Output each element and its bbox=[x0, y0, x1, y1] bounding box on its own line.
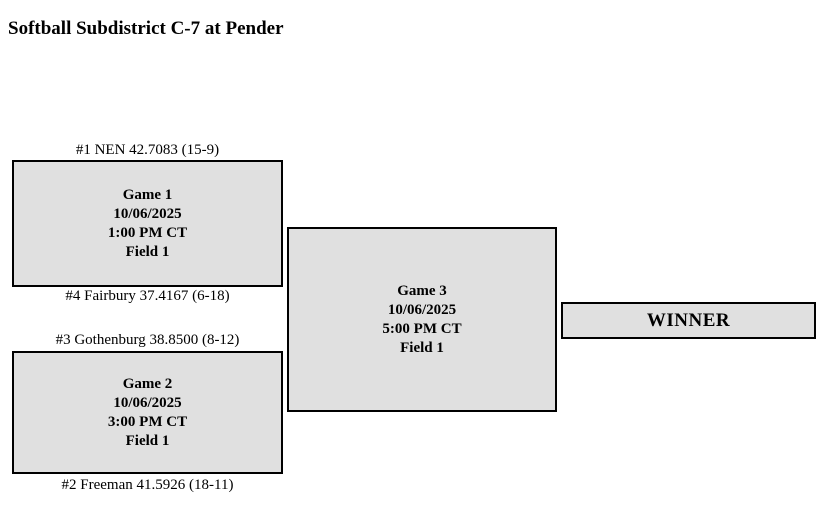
game2-name: Game 2 bbox=[122, 375, 173, 392]
game3-box: Game 3 10/06/2025 5:00 PM CT Field 1 bbox=[287, 227, 557, 412]
game2-date: 10/06/2025 bbox=[113, 394, 182, 411]
game1-box: Game 1 10/06/2025 1:00 PM CT Field 1 bbox=[12, 160, 283, 287]
game3-date: 10/06/2025 bbox=[387, 301, 457, 318]
game2-bottom-seed-label: #2 Freeman 41.5926 (18-11) bbox=[61, 477, 234, 493]
game3-field: Field 1 bbox=[400, 339, 444, 356]
game1-date: 10/06/2025 bbox=[113, 205, 182, 222]
winner-label: WINNER bbox=[646, 309, 731, 331]
game2-field: Field 1 bbox=[125, 432, 170, 449]
game2-time: 3:00 PM CT bbox=[107, 413, 188, 430]
game3-name: Game 3 bbox=[397, 282, 447, 299]
page-title: Softball Subdistrict C-7 at Pender bbox=[8, 18, 284, 39]
game2-top-seed-label: #3 Gothenburg 38.8500 (8-12) bbox=[55, 332, 240, 348]
game1-bottom-seed-label: #4 Fairbury 37.4167 (6-18) bbox=[65, 288, 230, 304]
game3-time: 5:00 PM CT bbox=[382, 320, 462, 337]
game1-field: Field 1 bbox=[125, 243, 170, 260]
game1-name: Game 1 bbox=[122, 186, 173, 203]
game1-time: 1:00 PM CT bbox=[107, 224, 188, 241]
game1-top-seed-label: #1 NEN 42.7083 (15-9) bbox=[75, 142, 220, 158]
winner-box: WINNER bbox=[561, 302, 816, 339]
game2-box: Game 2 10/06/2025 3:00 PM CT Field 1 bbox=[12, 351, 283, 474]
